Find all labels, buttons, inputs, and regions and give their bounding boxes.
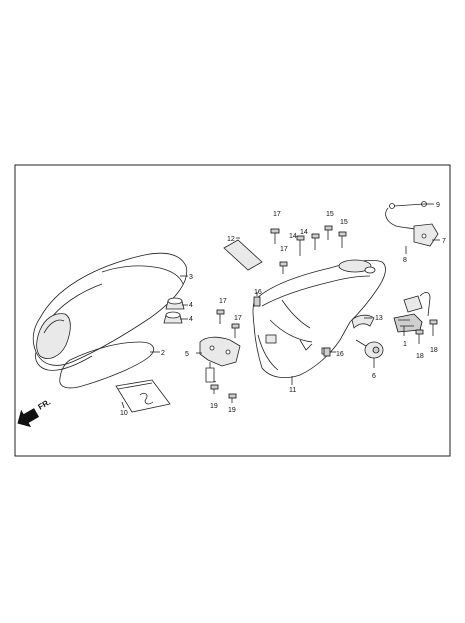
leader-lines (121, 203, 440, 409)
callout-6: 6 (372, 373, 376, 380)
callout-13: 13 (375, 315, 383, 322)
callout-7: 7 (442, 238, 446, 245)
callout-8: 8 (403, 257, 407, 264)
callout-12: 12 (227, 236, 235, 243)
callout-14-right: 14 (300, 229, 308, 236)
bolt-17-c (216, 309, 225, 324)
callout-19-left: 19 (210, 403, 218, 410)
bolt-18-a (415, 329, 424, 344)
callout-5: 5 (185, 351, 189, 358)
callout-4-upper: 4 (189, 302, 193, 309)
callout-1: 1 (403, 341, 407, 348)
callout-15-right: 15 (340, 219, 348, 226)
callout-18-right: 18 (430, 347, 438, 354)
front-direction-arrow-icon (17, 408, 40, 428)
bolt-15-a (324, 225, 333, 240)
diagram-frame (14, 164, 451, 457)
bolt-17-b (279, 261, 288, 274)
helmet-hook-part (351, 314, 375, 329)
callout-11: 11 (289, 387, 296, 394)
hinge-bracket-part (199, 336, 241, 383)
bolt-15-b (338, 231, 347, 248)
damper-rubber-lower (163, 311, 183, 324)
rubber-cushion-small (253, 296, 261, 307)
rubber-cushion-side (323, 347, 331, 357)
key-cylinder-part (355, 339, 384, 359)
callout-16-side: 16 (336, 351, 344, 358)
owner-manual-part (115, 379, 171, 413)
bolt-19-b (228, 393, 237, 403)
callout-3: 3 (189, 274, 193, 281)
callout-17-right: 17 (234, 315, 242, 322)
bolt-18-b (429, 319, 438, 336)
caution-label-part (223, 239, 263, 271)
callout-4-lower: 4 (189, 316, 193, 323)
lock-cable-part (385, 201, 439, 247)
callout-10: 10 (120, 410, 128, 417)
callout-17-middle: 17 (280, 246, 288, 253)
callout-9: 9 (436, 202, 440, 209)
seat-lock-part (393, 292, 431, 333)
seat-part (32, 252, 188, 371)
bolt-19-a (210, 384, 219, 394)
callout-19-right: 19 (228, 407, 236, 414)
front-direction-label: FR. (37, 397, 53, 411)
seat-gasket-part (59, 341, 154, 389)
callout-2: 2 (161, 350, 165, 357)
damper-rubber-upper (165, 297, 185, 310)
bolt-17-d (231, 323, 240, 338)
bolt-14-a (296, 235, 305, 256)
callout-15-left: 15 (326, 211, 334, 218)
callout-14-left: 14 (289, 233, 297, 240)
luggage-box-part (252, 259, 386, 379)
callout-16-upper: 16 (254, 289, 262, 296)
bolt-17-a (270, 228, 280, 244)
callout-17-left: 17 (219, 298, 227, 305)
callout-18-left: 18 (416, 353, 424, 360)
callout-17-top: 17 (273, 211, 281, 218)
bolt-14-b (311, 233, 320, 250)
